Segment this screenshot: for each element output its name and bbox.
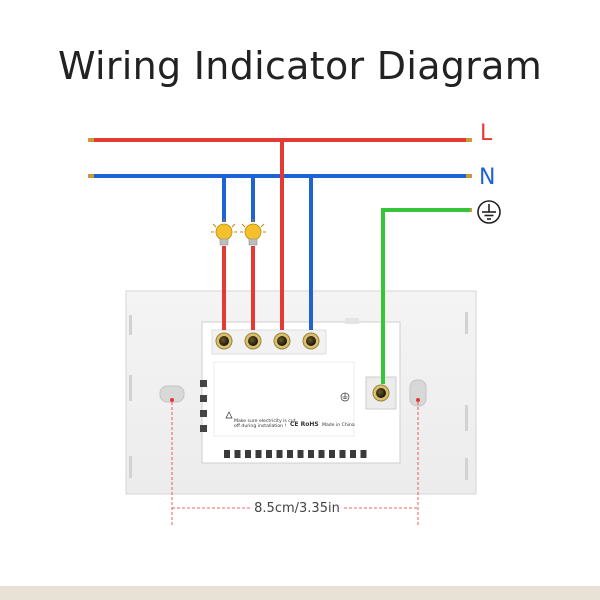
warning-icon [225,411,233,419]
ground-wire [381,208,470,384]
ground-screw [376,388,386,398]
dimension-label: 8.5cm/3.35in [254,501,340,516]
warning-line-1: Make sure electricity is cut [234,418,296,424]
terminal-l: L [273,332,291,381]
wires [88,138,472,384]
bottom-bar [0,586,600,600]
vent-row [224,450,367,458]
warning-line-2: off during installation ! [234,423,287,429]
label-strip [213,361,355,437]
origin-text: Made in China [322,422,355,428]
lightbulb-icon [240,219,266,246]
neutral-label: N [479,165,495,190]
lightbulb-icon [211,219,237,246]
mounting-slot-right [409,379,427,407]
certification-mark: CE RoHS [290,421,319,428]
lamp-2 [240,219,266,246]
ground-icon [477,200,501,224]
live-label: L [480,121,493,146]
switch-module: L2L1LN Make sure electricity is cut off … [200,318,401,464]
dimension-marker: 8.5cm/3.35in [170,398,420,527]
lamp-1 [211,219,237,246]
ground-symbol-small [340,392,350,402]
page-title: Wiring Indicator Diagram [57,44,543,88]
